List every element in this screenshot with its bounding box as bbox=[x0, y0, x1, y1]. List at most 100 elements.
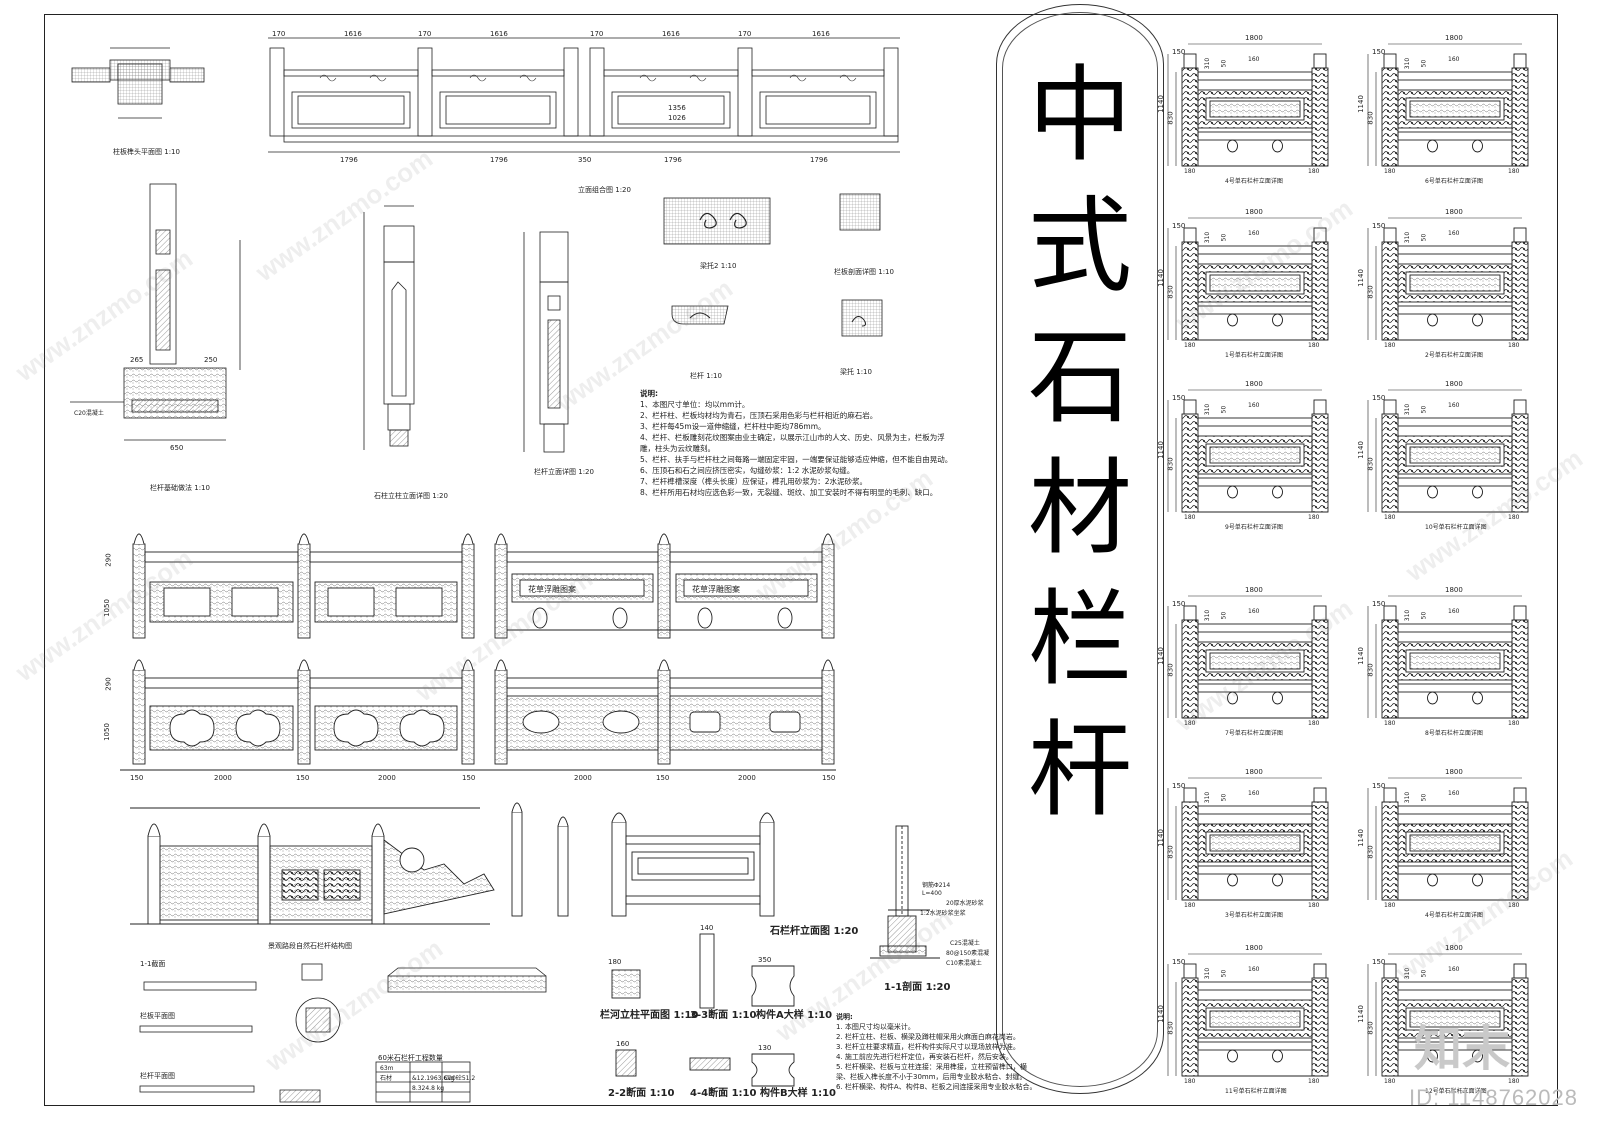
dim: 50 bbox=[1220, 969, 1228, 978]
dim: 290 bbox=[104, 677, 113, 691]
dim: 310 bbox=[1204, 967, 1212, 980]
dim: 50 bbox=[1420, 405, 1428, 414]
dim: 830 bbox=[1366, 285, 1375, 299]
left-caption: 1-1截面 bbox=[140, 960, 166, 968]
c20-label: C20混凝土 bbox=[74, 410, 104, 417]
dim: 180 bbox=[608, 958, 622, 966]
dim: 150 bbox=[1372, 222, 1386, 230]
note-line: 5. 栏杆横梁、栏板与立柱连接：采用榫接，立柱预留榫口，横 bbox=[836, 1063, 1027, 1071]
dim: 50 bbox=[1420, 59, 1428, 68]
panel-caption: 3号单石栏杆立面详图 bbox=[1225, 912, 1283, 919]
railing-panel bbox=[1167, 595, 1329, 719]
dim: 150 bbox=[1172, 222, 1186, 230]
dim: 180 bbox=[1308, 720, 1320, 727]
dim: 130 bbox=[758, 1044, 772, 1052]
note-line: 1、本图尺寸单位：均以mm计。 bbox=[640, 400, 750, 409]
left-caption: 栏板平面图 bbox=[140, 1012, 175, 1020]
piece3-caption: 栏杆 1:10 bbox=[690, 372, 722, 380]
mortar-label: 20厚水泥砂浆 bbox=[946, 900, 984, 907]
dim: 180 bbox=[1184, 720, 1196, 727]
dim: 1140 bbox=[1156, 1005, 1165, 1023]
dim: 650 bbox=[170, 444, 184, 452]
dim: 50 bbox=[1220, 405, 1228, 414]
rebar-label: L=400 bbox=[922, 890, 942, 897]
rebar-label: 钢筋Φ214 bbox=[922, 882, 951, 889]
dim: 310 bbox=[1404, 967, 1412, 980]
dim: 150 bbox=[1372, 394, 1386, 402]
sec11-caption: 1-1剖面 1:20 bbox=[884, 982, 951, 993]
railing-row-2 bbox=[120, 659, 836, 771]
dim: 310 bbox=[1204, 57, 1212, 70]
panel-caption: 12号单石栏杆立面详图 bbox=[1425, 1088, 1487, 1095]
dim: 1140 bbox=[1156, 269, 1165, 287]
title-char: 杆 bbox=[1027, 709, 1132, 831]
post2-caption: 栏杆立面详图 1:20 bbox=[534, 468, 594, 476]
dim: 1800 bbox=[1445, 380, 1463, 388]
dim: 180 bbox=[1184, 168, 1196, 175]
railing-panel bbox=[1367, 389, 1529, 513]
dim: 2000 bbox=[574, 774, 592, 782]
panel-caption: 10号单石栏杆立面详图 bbox=[1425, 524, 1487, 531]
panel-relief-text: 花草浮雕图案 bbox=[692, 585, 740, 594]
railing-row-1 bbox=[132, 533, 835, 639]
dim: 150 bbox=[1172, 394, 1186, 402]
title-char: 中 bbox=[1027, 54, 1132, 176]
railing-panel bbox=[1367, 777, 1529, 901]
dim: 160 bbox=[1248, 790, 1260, 797]
dim: 160 bbox=[1448, 402, 1460, 409]
title-frame-inner bbox=[1002, 12, 1158, 1087]
dim: 160 bbox=[1448, 966, 1460, 973]
dim: 1356 bbox=[668, 104, 686, 112]
dim: 310 bbox=[1204, 609, 1212, 622]
section-1-1 bbox=[870, 825, 940, 959]
dim: 1140 bbox=[1356, 647, 1365, 665]
note-line: 2、栏杆柱、栏板均材均为青石，压顶石采用色彩与栏杆相近的麻石岩。 bbox=[640, 411, 878, 420]
dim: 180 bbox=[1508, 902, 1520, 909]
plan-caption: 柱板榫头平面图 1:10 bbox=[113, 148, 180, 156]
dim: 180 bbox=[1184, 342, 1196, 349]
dim: 150 bbox=[296, 774, 310, 782]
dim: 170 bbox=[272, 30, 286, 38]
dim: 160 bbox=[1248, 966, 1260, 973]
note-line: 6、压顶石和石之间应挤压密实，勾缝砂浆：1:2 水泥砂浆勾缝。 bbox=[640, 466, 855, 475]
watermark-id: ID: 1148762028 bbox=[1409, 1085, 1578, 1110]
dim: 830 bbox=[1166, 1021, 1175, 1035]
railing-panel bbox=[1167, 217, 1329, 341]
dim: 2000 bbox=[378, 774, 396, 782]
dim: 310 bbox=[1204, 403, 1212, 416]
dim: 830 bbox=[1166, 845, 1175, 859]
mortar-label: 1:2水泥砂浆坐浆 bbox=[920, 910, 966, 917]
piece2-caption: 栏板剖面详图 1:10 bbox=[834, 268, 894, 276]
base-detail bbox=[70, 183, 241, 441]
dim: 1800 bbox=[1245, 586, 1263, 594]
sheet-title: 中 式 石 材 栏 杆 bbox=[1010, 50, 1150, 836]
dim: 180 bbox=[1508, 342, 1520, 349]
dim: 1140 bbox=[1356, 269, 1365, 287]
rail-section bbox=[523, 231, 569, 453]
dim: 50 bbox=[1220, 59, 1228, 68]
note-line: 7、栏杆榫槽深度（榫头长度）应保证，榫孔用砂浆为：2水泥砂浆。 bbox=[640, 477, 868, 486]
table-cell: C20砼51.2 bbox=[444, 1075, 476, 1082]
dim: 830 bbox=[1366, 457, 1375, 471]
dim: 310 bbox=[1404, 57, 1412, 70]
dim: 150 bbox=[822, 774, 836, 782]
dim: 50 bbox=[1220, 793, 1228, 802]
dim: 180 bbox=[1308, 168, 1320, 175]
dim: 180 bbox=[1508, 514, 1520, 521]
partB-caption: 构件B大样 1:10 bbox=[760, 1088, 836, 1099]
dim: 310 bbox=[1404, 791, 1412, 804]
dim: 1140 bbox=[1356, 441, 1365, 459]
title-frame bbox=[996, 4, 1164, 1094]
dim: 180 bbox=[1508, 720, 1520, 727]
railing-panel bbox=[1367, 217, 1529, 341]
dim: 160 bbox=[1248, 608, 1260, 615]
note-line: 8、栏杆所用石材均应选色彩一致，无裂缝、斑纹、加工安装时不得有明显的毛刺、缺口。 bbox=[640, 488, 938, 497]
dim: 830 bbox=[1166, 285, 1175, 299]
notes-top: 说明: 1、本图尺寸单位：均以mm计。 2、栏杆柱、栏板均材均为青石，压顶石采用… bbox=[640, 388, 952, 498]
railing-panel bbox=[1167, 777, 1329, 901]
table-cell: &12.1963.6kg bbox=[412, 1075, 455, 1082]
dim: 150 bbox=[1372, 48, 1386, 56]
notes-heading: 说明: bbox=[640, 389, 658, 398]
note-line: 3. 栏杆立柱要求精直，栏杆构件实际尺寸以现场放样为准。 bbox=[836, 1043, 1020, 1051]
